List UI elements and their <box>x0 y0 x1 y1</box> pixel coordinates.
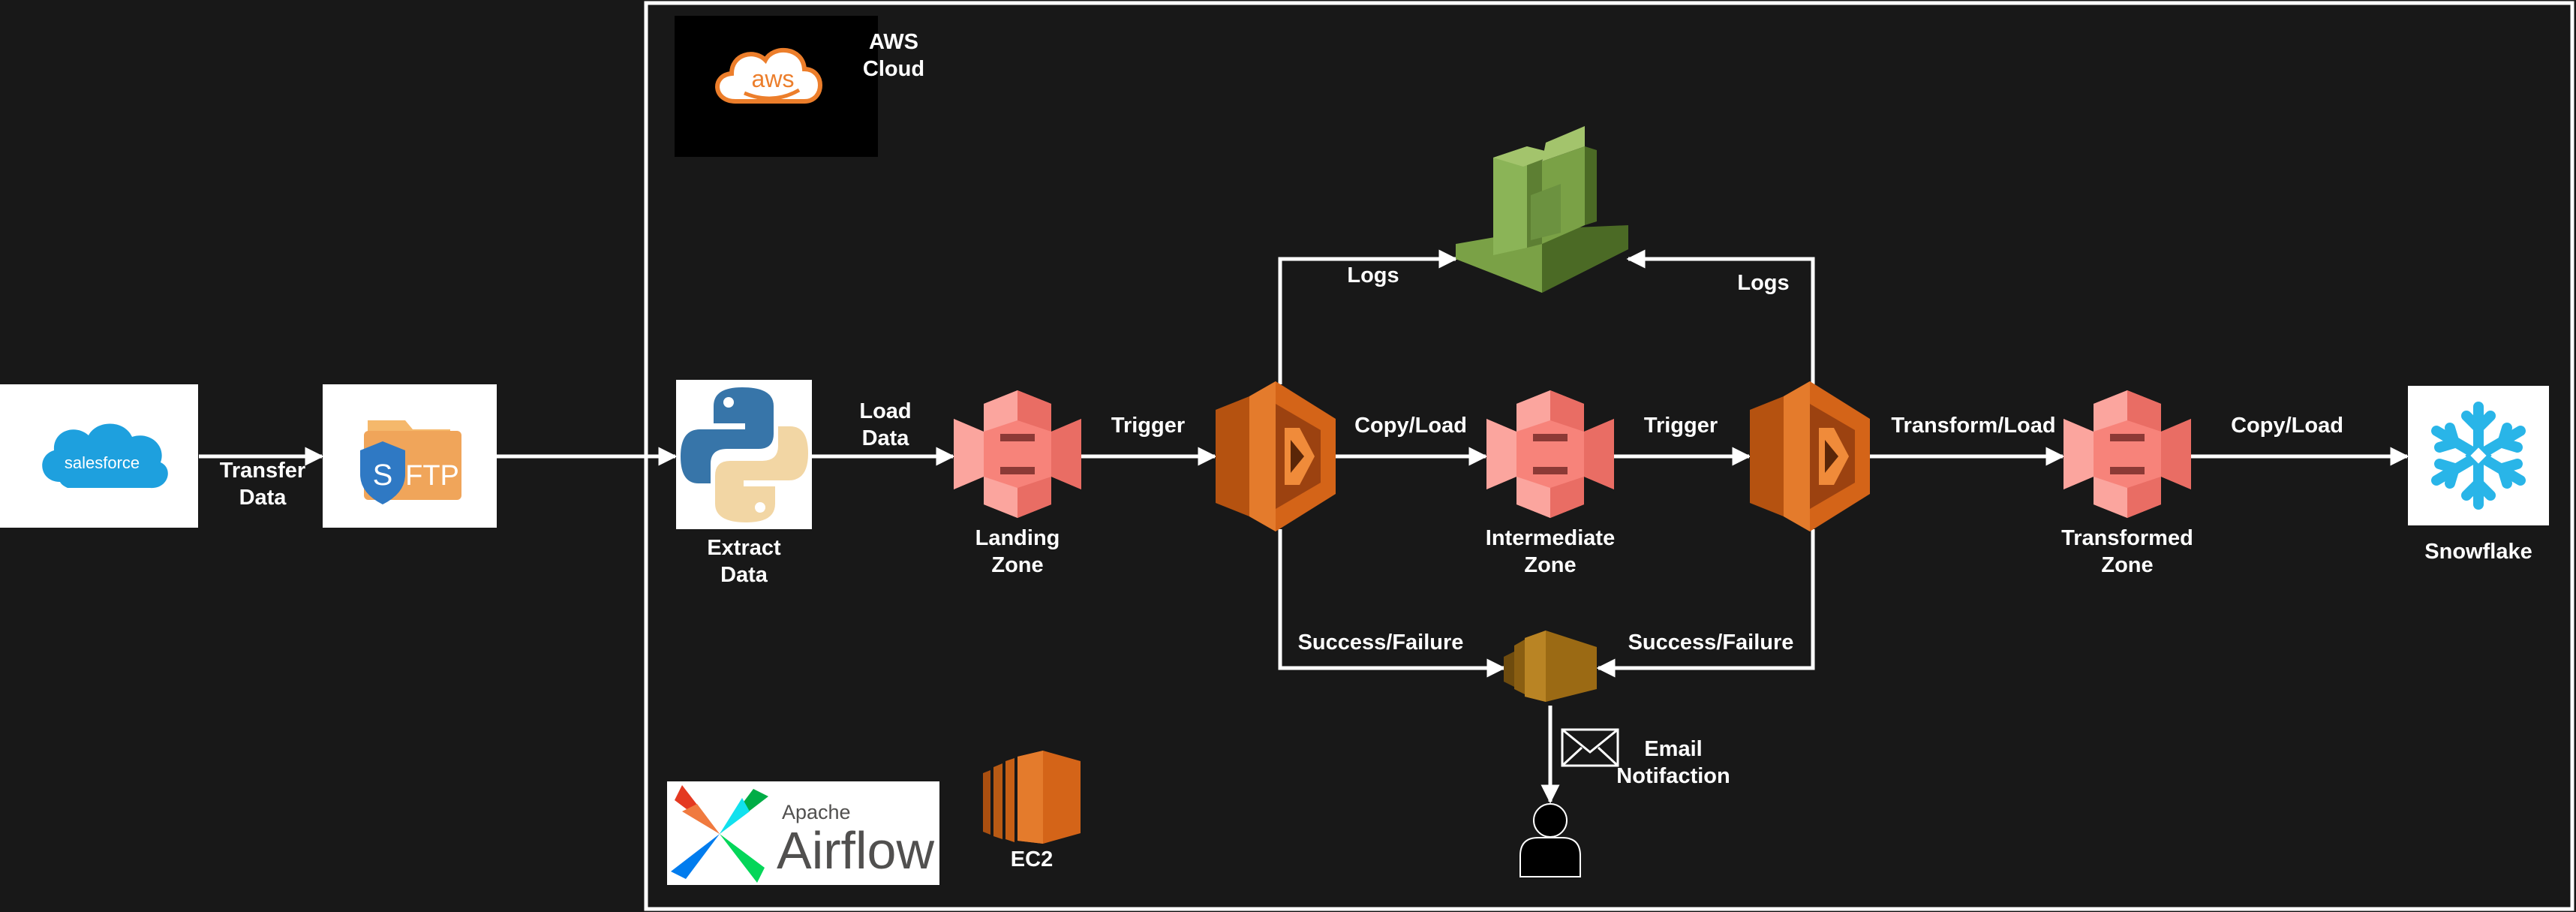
label-intermediate-zone: Intermediate Zone <box>1485 526 1616 577</box>
label-success-failure-2: Success/Failure <box>1628 631 1794 655</box>
salesforce-logo-text: salesforce <box>65 453 140 472</box>
sftp-logo-text: FTP <box>405 460 459 492</box>
label-transform-load: Transform/Load <box>1891 414 2056 438</box>
label-extract-data: Extract Data <box>707 536 781 587</box>
label-transformed-zone: Transformed Zone <box>2061 526 2193 577</box>
snowflake-card <box>2408 386 2549 525</box>
label-trigger-1: Trigger <box>1111 414 1186 438</box>
label-landing-zone: Landing Zone <box>975 526 1060 577</box>
lambda-1-icon <box>1216 381 1336 531</box>
user-icon <box>1519 803 1581 877</box>
label-success-failure-1: Success/Failure <box>1297 631 1464 655</box>
airflow-small-text: Apache <box>782 801 851 823</box>
python-card <box>676 380 812 529</box>
airflow-card: Apache Airflow <box>667 781 939 885</box>
airflow-pinwheel-icon <box>671 785 768 883</box>
aws-cloud-icon <box>715 47 822 104</box>
python-icon <box>681 387 774 483</box>
edge-success-failure-1 <box>1278 529 1506 678</box>
snowflake-icon <box>2431 402 2526 510</box>
label-logs-2: Logs <box>1737 271 1790 295</box>
cloudwatch-icon <box>1456 126 1628 293</box>
label-email-notification: Email Notifaction <box>1616 737 1730 788</box>
label-copy-load-1: Copy/Load <box>1354 414 1467 438</box>
airflow-big-text: Airflow <box>777 821 934 880</box>
landing-zone-s3-icon <box>954 390 1081 518</box>
label-ec2: EC2 <box>1010 847 1054 871</box>
label-copy-load-2: Copy/Load <box>2231 414 2343 438</box>
sftp-card: S FTP <box>323 384 497 528</box>
edge-success-failure-2 <box>1596 529 1815 678</box>
salesforce-card: salesforce <box>0 384 198 528</box>
lambda-2-icon <box>1750 381 1870 531</box>
ec2-icon <box>983 751 1081 844</box>
aws-cloud-label: AWS Cloud <box>862 30 925 81</box>
edge-logs-2 <box>1626 249 1815 384</box>
transformed-zone-s3-icon <box>2064 390 2191 518</box>
intermediate-zone-s3-icon <box>1486 390 1614 518</box>
label-transfer-data: Transfer Data <box>219 459 306 510</box>
aws-logo-text: aws <box>751 65 795 92</box>
label-logs-1: Logs <box>1347 263 1399 287</box>
label-snowflake: Snowflake <box>2424 540 2532 564</box>
sns-icon <box>1504 631 1597 702</box>
edge-logs-1 <box>1278 249 1458 384</box>
salesforce-cloud-icon <box>42 423 168 489</box>
sftp-shield-letter: S <box>373 459 393 492</box>
email-icon <box>1561 728 1619 767</box>
shield-icon <box>360 441 405 504</box>
label-trigger-2: Trigger <box>1643 414 1718 438</box>
label-load-data: Load Data <box>859 399 912 450</box>
